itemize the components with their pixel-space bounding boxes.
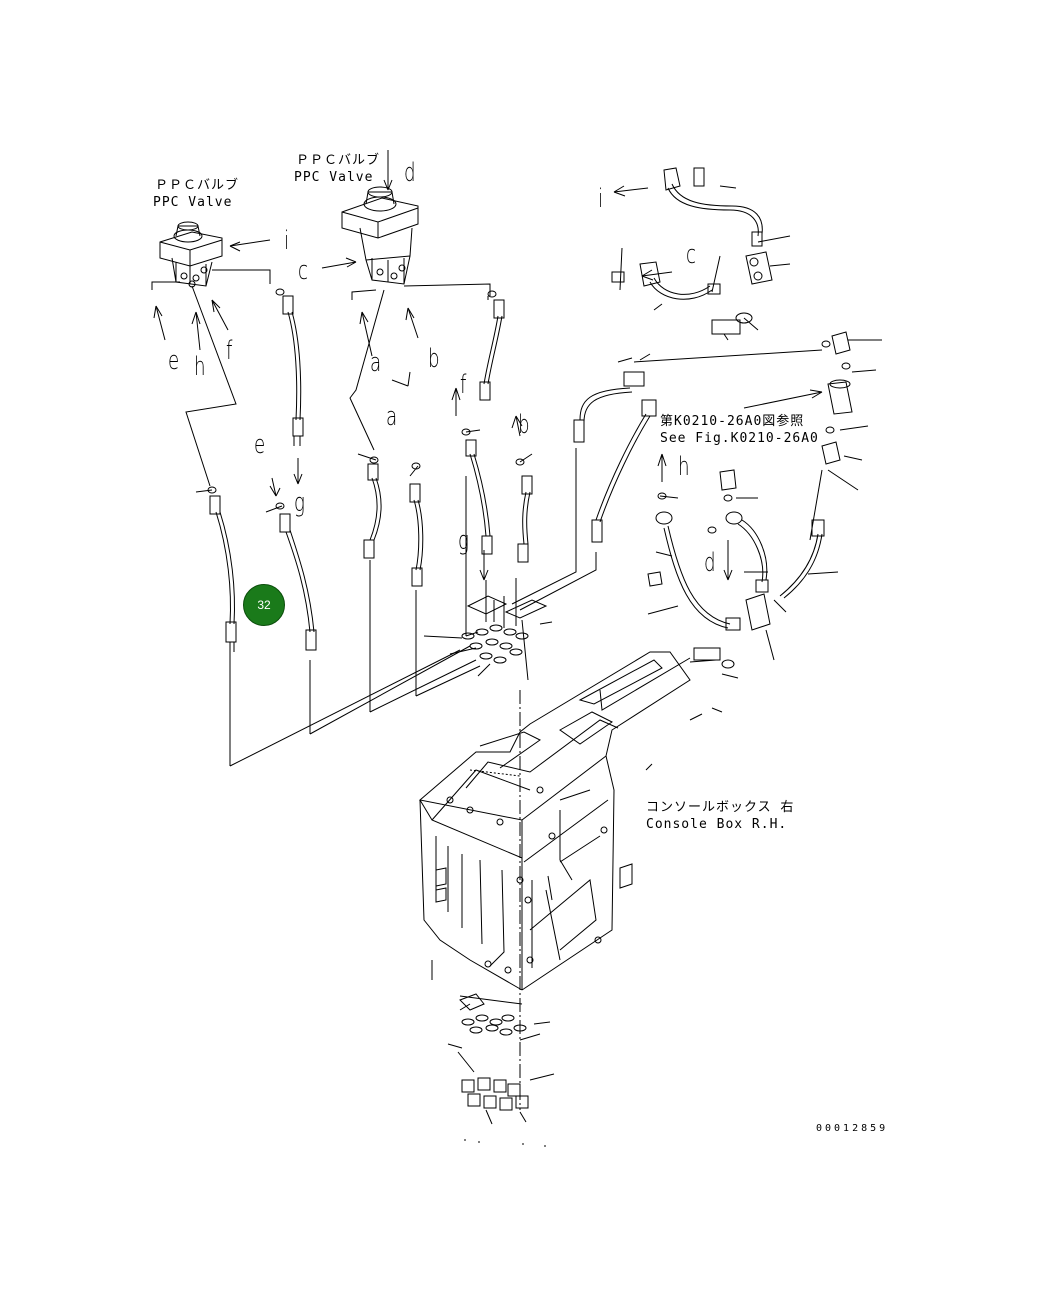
console-box — [420, 652, 722, 1110]
callout-a-mid: a — [386, 402, 398, 432]
callout-g-low: g — [458, 526, 469, 556]
callout-e-left: e — [168, 346, 180, 376]
arrows — [154, 150, 822, 580]
ppc-valve-right-label-jp: ＰＰＣバルブ — [296, 153, 381, 168]
callout-f-left: f — [226, 336, 233, 366]
callout-d-top: d — [404, 158, 416, 188]
o-rings — [196, 289, 850, 533]
ppc-valve-left-label-jp: ＰＰＣバルブ — [155, 178, 240, 193]
see-fig-label-jp: 第K0210-26A0図参照 — [660, 414, 805, 429]
ppc-valve-left-label-en: PPC Valve — [153, 195, 233, 210]
callout-i-left: i — [284, 226, 290, 256]
callout-d-right: d — [704, 548, 716, 578]
callout-f-mid: f — [460, 370, 467, 400]
ppc-valve-left — [160, 222, 222, 287]
callout-i-right: i — [598, 184, 604, 214]
ppc-valve-right — [342, 187, 418, 284]
console-box-label-en: Console Box R.H. — [646, 817, 788, 832]
callout-b-top: b — [428, 344, 440, 374]
hoses-right — [574, 168, 882, 678]
callout-g-mid: g — [294, 488, 305, 518]
manifold-block — [424, 596, 552, 676]
hoses-left — [210, 296, 532, 652]
document-number: 00012859 — [816, 1123, 889, 1134]
part-number-badge-label: 32 — [257, 598, 271, 612]
callout-h-left: h — [194, 352, 206, 382]
leader-lines — [152, 270, 596, 766]
callout-a-top: a — [370, 348, 382, 378]
console-box-label-jp: コンソールボックス 右 — [646, 800, 795, 815]
part-number-badge[interactable]: 32 — [243, 584, 285, 626]
callout-e-mid: e — [254, 430, 266, 460]
callout-c-left: c — [298, 256, 309, 286]
callout-c-right: c — [686, 240, 697, 270]
ppc-valve-right-label-en: PPC Valve — [294, 170, 374, 185]
see-fig-label-en: See Fig.K0210-26A0 — [660, 431, 819, 446]
callout-h-right: h — [678, 452, 690, 482]
fasteners-bottom — [448, 994, 554, 1146]
callout-b-mid: b — [518, 410, 530, 440]
